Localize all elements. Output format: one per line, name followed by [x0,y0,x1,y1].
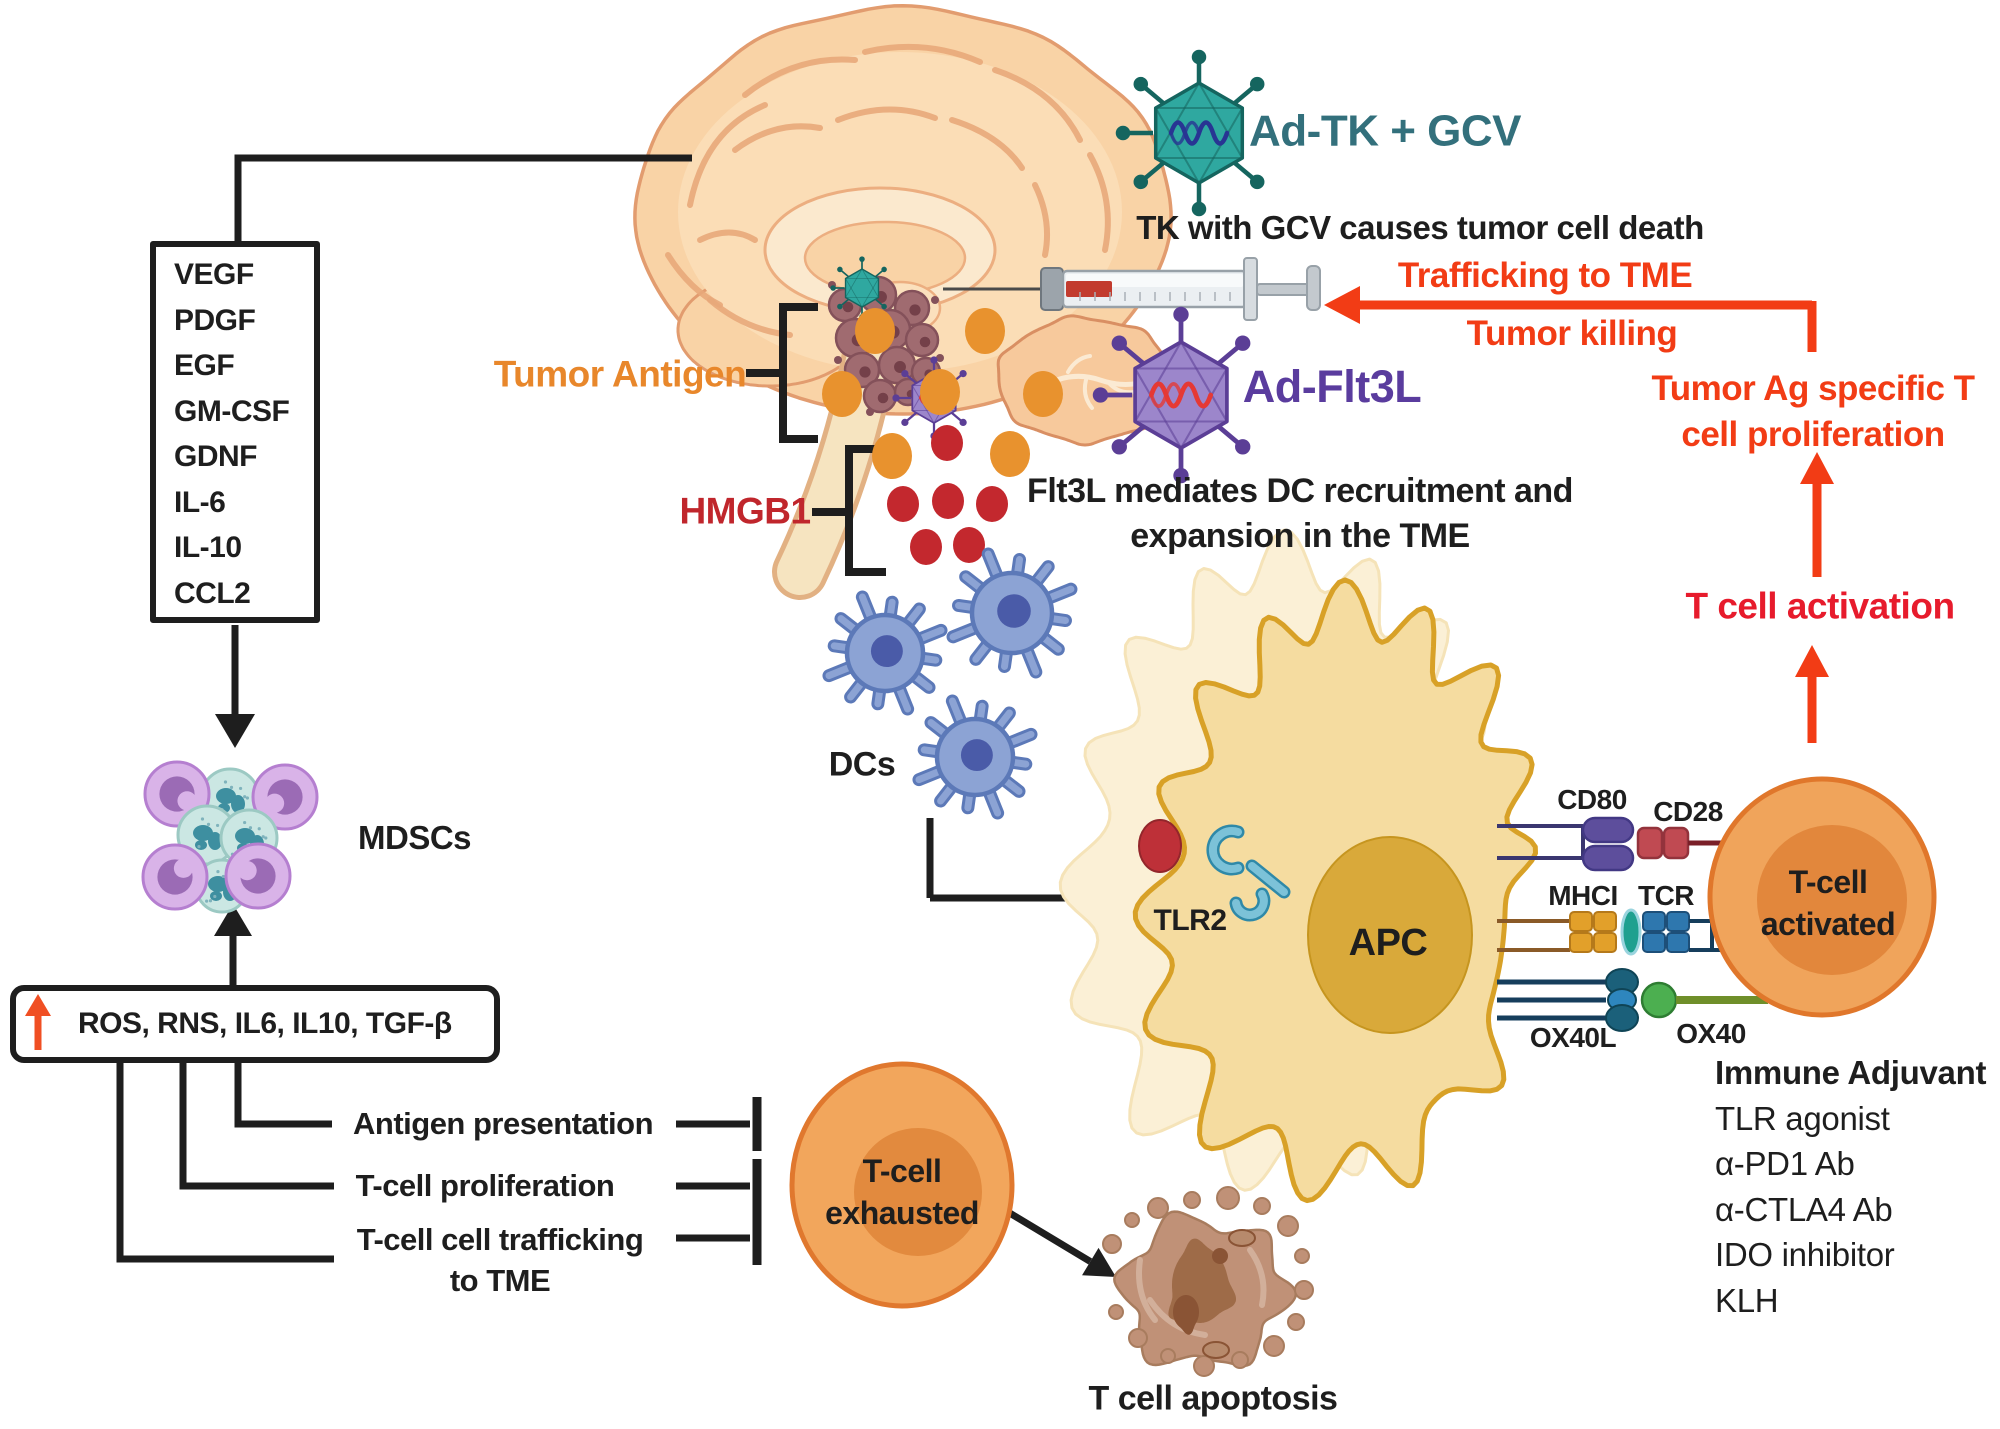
ad-tk-gcv-label: Ad-TK + GCV [1249,106,1521,156]
adjuvant-item: α-PD1 Ab [1715,1145,1855,1182]
t-cell-trafficking-label: T-cell cell trafficking to TME [357,1220,644,1302]
dendritic-cells [822,547,1078,820]
ox40-label: OX40 [1676,1017,1746,1049]
adjuvant-item: IDO inhibitor [1715,1236,1895,1273]
t-cell-exhausted-label: T-cell exhausted [825,1150,979,1234]
cd80-label: CD80 [1557,783,1627,815]
mdscs-label: MDSCs [358,819,472,857]
dcs-label: DCs [828,745,896,784]
flt3l-desc-line1: Flt3L mediates DC recruitment and [1027,472,1573,511]
antigen-presentation-label: Antigen presentation [352,1106,654,1142]
apc-cell [1058,528,1538,1204]
ros-cytokines-box: ROS, RNS, IL6, IL10, TGF-β [10,985,500,1063]
tcr-label: TCR [1637,879,1695,911]
activated-line1: T-cell [1788,863,1868,900]
tumor-ag-line2: cell proliferation [1681,415,1945,454]
syringe-icon [943,257,1321,321]
t-cell-trafficking-line2: to TME [449,1263,551,1298]
secreted-factors-list: VEGF PDGF EGF GM-CSF GDNF IL-6 IL-10 CCL… [156,247,314,616]
factor-item: PDGF [174,303,256,337]
immune-adjuvant-title: Immune Adjuvant [1715,1054,1987,1091]
t-cells [789,776,1937,1309]
t-cell-activation-label: T cell activation [1685,585,1955,627]
factor-item: GM-CSF [174,394,290,428]
cd28-label: CD28 [1653,795,1723,827]
activated-line2: activated [1760,906,1896,942]
adenovirus-icons [1092,49,1265,484]
factor-item: IL-6 [174,485,226,519]
apoptosis-blob [1102,1186,1314,1377]
tlr2-label: TLR2 [1153,903,1228,937]
red-pathway-arrows [1324,286,1834,743]
factor-item: CCL2 [174,576,251,610]
ad-flt3l-label: Ad-Flt3L [1242,361,1422,413]
exhausted-line2: exhausted [825,1195,979,1231]
adjuvant-item: KLH [1715,1281,1779,1319]
exhausted-line1: T-cell [862,1152,942,1189]
adjuvant-item: TLR agonist [1715,1099,1890,1137]
tk-gcv-description: TK with GCV causes tumor cell death [1136,209,1704,247]
factor-item: GDNF [174,440,258,473]
apc-label: APC [1348,922,1428,965]
ox40l-label: OX40L [1529,1021,1617,1053]
t-cell-proliferation-label: T-cell proliferation [355,1168,615,1204]
connector-lines [25,154,1138,1277]
secreted-factors-box: VEGF PDGF EGF GM-CSF GDNF IL-6 IL-10 CCL… [150,241,320,623]
factor-item: IL-10 [174,531,242,564]
tumor-ag-proliferation-label: Tumor Ag specific T cell proliferation [1651,366,1975,458]
receptor-pairs [1497,816,1768,1032]
tumor-ag-line1: Tumor Ag specific T [1651,368,1975,408]
flt3l-description: Flt3L mediates DC recruitment and expans… [1027,469,1573,559]
t-cell-apoptosis-label: T cell apoptosis [1088,1379,1338,1418]
tumor-killing-label: Tumor killing [1466,313,1678,353]
brain-illustration [633,3,1178,600]
mdsc-cell-cluster [141,760,319,914]
flt3l-desc-line2: expansion in the TME [1130,517,1470,555]
immune-adjuvant-list: Immune Adjuvant TLR agonist α-PD1 Ab α-C… [1715,1050,1986,1323]
antigen-and-hmgb1-dots [822,308,1063,565]
trafficking-to-tme-label: Trafficking to TME [1397,255,1693,295]
t-cell-activated-label: T-cell activated [1760,861,1896,945]
adjuvant-item: α-CTLA4 Ab [1715,1190,1893,1228]
t-cell-trafficking-line1: T-cell cell trafficking [356,1222,644,1258]
factor-item: VEGF [174,258,254,291]
factor-item: EGF [174,349,235,382]
mhci-label: MHCI [1548,879,1618,911]
hmgb1-label: HMGB1 [679,490,811,532]
tumor-antigen-label: Tumor Antigen [493,353,747,395]
ros-box-text: ROS, RNS, IL6, IL10, TGF-β [78,1007,452,1040]
